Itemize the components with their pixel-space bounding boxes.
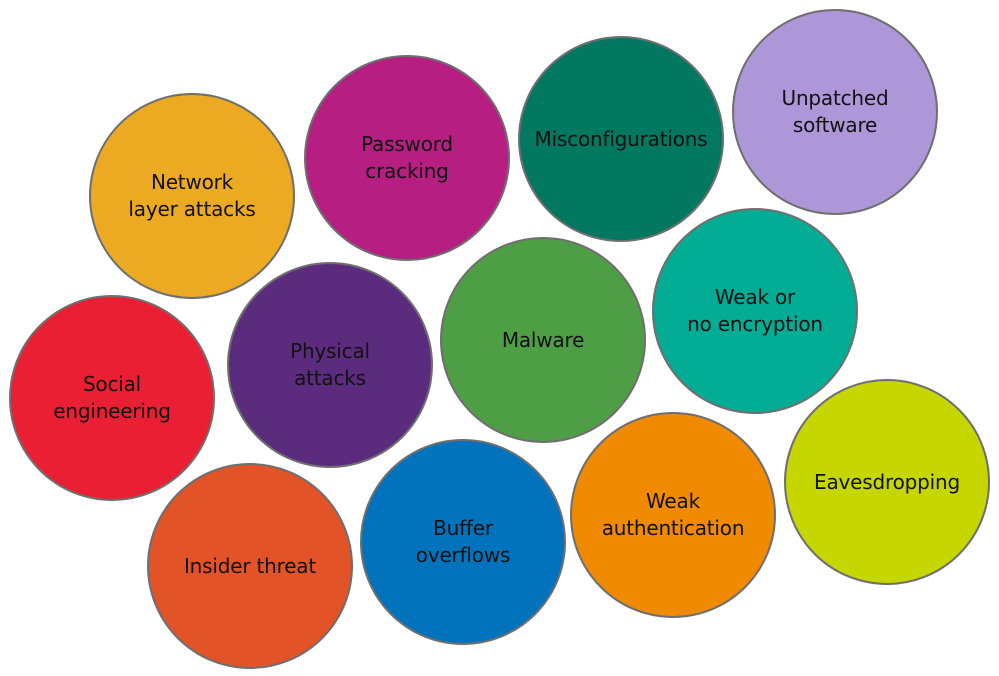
circle-password-cracking: Password cracking [304, 55, 510, 261]
circle-label: Weak or no encryption [687, 285, 823, 336]
circle-label: Weak authentication [601, 489, 745, 540]
circle-insider-threat: Insider threat [147, 463, 353, 669]
circle-weak-authentication: Weak authentication [570, 412, 776, 618]
circle-unpatched-software: Unpatched software [732, 9, 938, 215]
circle-physical-attacks: Physical attacks [227, 262, 433, 468]
circle-eavesdropping: Eavesdropping [784, 379, 990, 585]
circle-label: Unpatched software [781, 86, 889, 137]
circle-network-layer-attacks: Network layer attacks [89, 93, 295, 299]
circle-malware: Malware [440, 237, 646, 443]
circle-label: Password cracking [361, 132, 453, 183]
circle-label: Insider threat [183, 553, 317, 578]
circle-label: Network layer attacks [128, 170, 256, 221]
circle-label: Physical attacks [290, 339, 370, 390]
circle-label: Malware [501, 327, 585, 352]
circle-social-engineering: Social engineering [9, 295, 215, 501]
circle-weak-or-no-encryption: Weak or no encryption [652, 208, 858, 414]
circle-label: Eavesdropping [814, 469, 960, 494]
circle-label: Buffer overflows [415, 516, 511, 567]
circle-label: Misconfigurations [534, 126, 708, 151]
circle-misconfigurations: Misconfigurations [518, 36, 724, 242]
circle-label: Social engineering [53, 372, 171, 423]
circle-buffer-overflows: Buffer overflows [360, 439, 566, 645]
